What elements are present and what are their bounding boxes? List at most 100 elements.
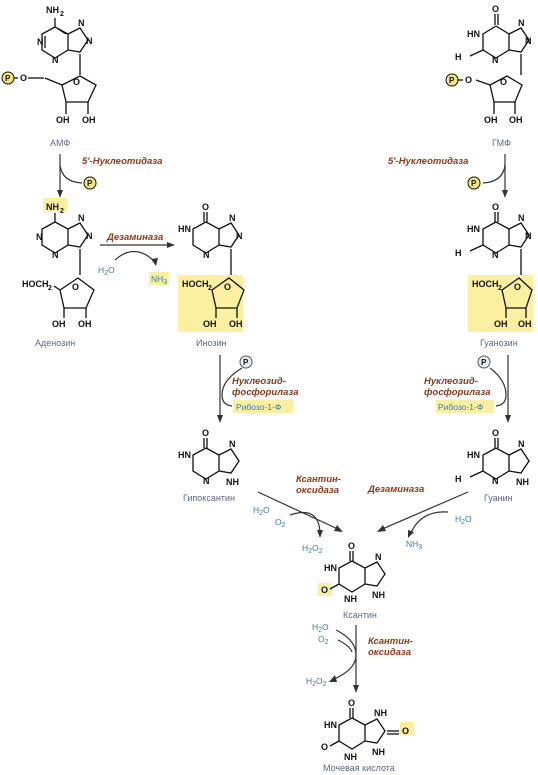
svg-text:N: N (52, 250, 59, 260)
svg-text:N: N (86, 231, 93, 241)
svg-text:P: P (471, 179, 477, 188)
deaminase-guanine-label: Дезаминаза (367, 484, 424, 495)
nh3-label: NH3 (151, 274, 167, 286)
svg-text:N: N (492, 55, 499, 65)
svg-text:O: O (73, 77, 80, 87)
svg-text:HN: HN (467, 450, 480, 460)
guanosine-structure: O N N HN N H O OH OH HOCH 2 (455, 202, 533, 329)
phosphate-icon (445, 73, 459, 87)
svg-text:N: N (492, 476, 499, 486)
svg-text:P: P (481, 358, 487, 367)
o2-label: O2 (318, 634, 329, 646)
guanine-label: Гуанин (484, 493, 513, 503)
nh2-highlight (43, 198, 67, 212)
svg-text:HN: HN (178, 224, 191, 234)
deaminase-top-label: Дезаминаза (106, 232, 163, 243)
svg-text:N: N (36, 232, 43, 242)
svg-text:H: H (455, 52, 462, 62)
h2o-label: H2O (253, 505, 270, 517)
ribose1p-right-highlight (436, 400, 494, 413)
xanthine-oxidase-2-label-b: оксидаза (368, 647, 411, 658)
hypoxanthine-label: Гипоксантин (183, 493, 235, 503)
gmp-structure: O N N HN N H O OH OH O P (445, 4, 532, 125)
inosine-label: Инозин (196, 338, 226, 348)
svg-text:O: O (202, 428, 209, 438)
svg-text:N: N (518, 439, 525, 449)
xanthine-oxidase-1-label-a: Ксантин- (296, 474, 341, 485)
o2-label: O2 (275, 517, 286, 529)
ribose1p-left-label: Рибозо-1-Ф (236, 402, 281, 412)
guanosine-label: Гуанозин (480, 338, 518, 348)
phosphate-icon (467, 176, 481, 190)
svg-text:N: N (229, 439, 236, 449)
phosphate-icon (83, 176, 97, 190)
svg-text:2: 2 (48, 285, 52, 292)
svg-text:HN: HN (324, 720, 337, 730)
svg-text:N: N (78, 213, 85, 223)
svg-text:OH: OH (509, 115, 523, 125)
xanthine-label: Ксантин (343, 610, 377, 620)
svg-text:2: 2 (208, 285, 212, 292)
svg-text:OH: OH (484, 115, 498, 125)
svg-text:NH: NH (372, 590, 385, 600)
svg-text:H: H (455, 474, 462, 484)
svg-text:2: 2 (60, 208, 64, 215)
svg-text:O: O (348, 698, 355, 708)
svg-text:O: O (202, 202, 209, 212)
uric-acid-label: Мочевая кислота (323, 763, 395, 773)
inosine-structure: O N N HN N O OH OH HOCH 2 (178, 202, 245, 329)
h2o-label: H2O (98, 265, 115, 277)
svg-text:O: O (348, 541, 355, 551)
svg-text:O: O (492, 4, 499, 14)
amp-structure: NH 2 N N N N O OH OH O P (1, 5, 97, 125)
svg-text:OH: OH (203, 319, 217, 329)
adenosine-structure: NH 2 N N N N O OH OH HOCH 2 (22, 202, 95, 329)
svg-text:HOCH: HOCH (182, 279, 209, 289)
phosphate-icon (1, 71, 15, 85)
svg-text:O: O (492, 428, 499, 438)
svg-text:N: N (203, 250, 210, 260)
svg-text:NH: NH (516, 477, 529, 487)
guanine-structure: O N NH HN N H (455, 428, 530, 487)
xanthine-structure: O N NH HN NH O (321, 541, 386, 604)
gmp-label: ГМФ (492, 138, 511, 148)
svg-text:HOCH: HOCH (22, 279, 49, 289)
svg-text:N: N (518, 213, 525, 223)
nh3-label: NH3 (406, 539, 422, 551)
svg-text:P: P (87, 179, 93, 188)
svg-text:HN: HN (178, 450, 191, 460)
svg-text:N: N (492, 250, 499, 260)
nucleotidase-left-label: 5'-Нуклеотидаза (82, 156, 162, 167)
xanthine-o-highlight (318, 583, 332, 596)
ribose1p-right-label: Рибозо-1-Ф (438, 402, 483, 412)
svg-text:2: 2 (60, 11, 64, 18)
h2o2-label: H2O2 (306, 676, 327, 688)
svg-text:N: N (518, 18, 525, 28)
xanthine-oxidase-1-label-b: оксидаза (296, 485, 339, 496)
svg-text:OH: OH (78, 319, 92, 329)
svg-text:N: N (78, 18, 85, 28)
h2o2-label: H2O2 (302, 543, 323, 555)
xanthine-oxidase-2-label-a: Ксантин- (368, 636, 413, 647)
svg-text:O: O (492, 202, 499, 212)
uric-o-highlight (400, 722, 414, 735)
nucleotidase-right-label: 5'-Нуклеотидаза (388, 156, 468, 167)
svg-text:NH: NH (372, 747, 385, 757)
amp-nh2: NH (46, 5, 59, 15)
svg-text:N: N (375, 552, 382, 562)
phosphorylase-left-label-2: фосфорилаза (232, 387, 299, 398)
phosphate-icon (239, 355, 253, 369)
svg-text:OH: OH (494, 319, 508, 329)
ribose1p-left-highlight (233, 400, 293, 413)
svg-text:O: O (465, 75, 472, 85)
amp-label: АМФ (50, 138, 70, 148)
svg-text:P: P (243, 358, 249, 367)
h2o-label: H2O (455, 514, 472, 526)
svg-text:P: P (5, 74, 11, 83)
svg-text:N: N (86, 36, 93, 46)
svg-text:NH: NH (374, 708, 387, 718)
inosine-ribose-highlight (178, 275, 243, 332)
svg-text:N: N (229, 213, 236, 223)
